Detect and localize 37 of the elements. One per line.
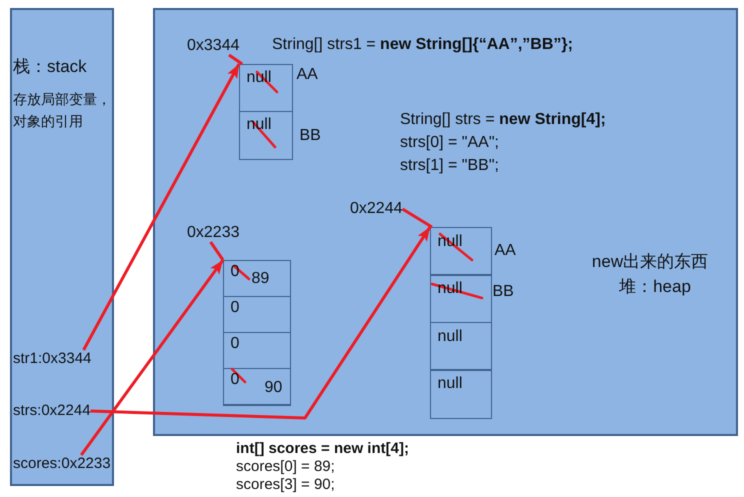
code-line: scores[0] = 89;	[236, 458, 335, 476]
code-line: strs[1] = "BB";	[400, 157, 499, 175]
leader-line	[228, 54, 244, 66]
cell-value: 90	[264, 378, 282, 396]
code-line: strs[0] = "AA";	[400, 134, 499, 152]
cell-value: 0	[230, 370, 240, 388]
leader-line	[402, 208, 433, 228]
cell-value: 89	[252, 270, 270, 288]
code-line: String[] strs = new String[4];	[400, 111, 606, 129]
cell-value: null	[438, 328, 462, 346]
assigned-value-label: AA	[494, 242, 516, 260]
panel-description: 存放局部变量，对象的引用	[13, 90, 112, 131]
leader-line	[209, 241, 224, 261]
variable-label: scores:0x2233	[13, 455, 111, 473]
panel-heading: 堆：heap	[619, 278, 691, 296]
code-line: int[] scores = new int[4];	[236, 440, 409, 458]
variable-label: strs:0x2244	[13, 402, 91, 420]
cell-value: 0	[230, 334, 240, 352]
address-label: 0x3344	[187, 37, 240, 55]
address-label: 0x2244	[350, 200, 402, 218]
assigned-value-label: BB	[492, 283, 514, 302]
arrow	[90, 226, 432, 420]
heap-panel	[153, 8, 738, 436]
panel-description: new出来的东西	[592, 253, 708, 271]
arrow	[82, 63, 240, 351]
cell-value: null	[438, 375, 462, 394]
variable-label: str1:0x3344	[13, 350, 92, 368]
code-line: String[] strs1 = new String[]{“AA”,”BB”};	[272, 36, 573, 54]
stack-panel	[10, 8, 114, 486]
assigned-value-label: AA	[296, 66, 318, 84]
assigned-value-label: BB	[300, 126, 321, 145]
panel-heading: 栈：stack	[13, 58, 87, 76]
array-box	[223, 260, 291, 406]
arrow	[80, 259, 224, 456]
code-line: scores[3] = 90;	[236, 476, 335, 494]
cell-value: 0	[230, 298, 240, 316]
address-label: 0x2233	[187, 224, 240, 242]
